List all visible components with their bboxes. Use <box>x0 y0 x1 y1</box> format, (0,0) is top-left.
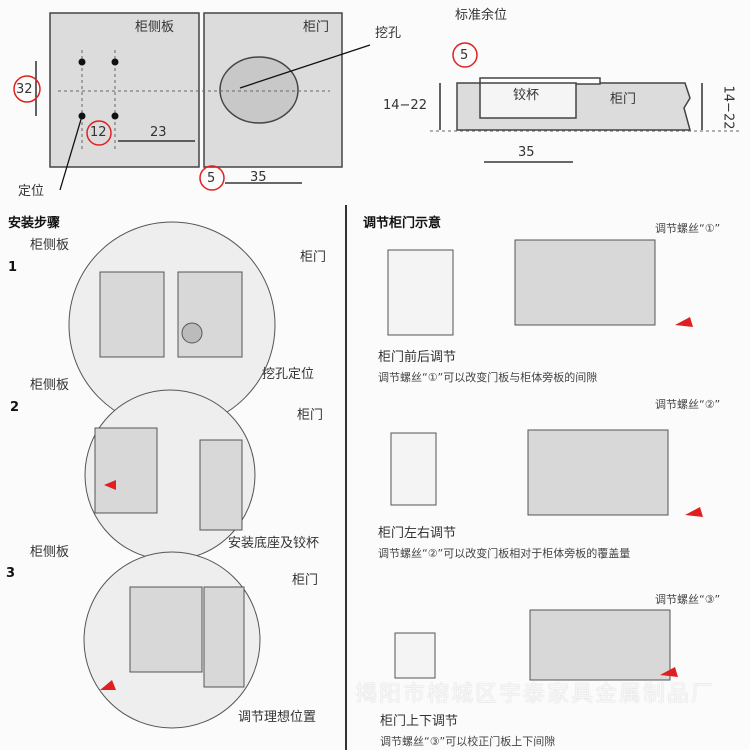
step1-number: 1 <box>8 260 18 275</box>
step1-door-label: 柜门 <box>300 250 327 265</box>
dim-5-right: 5 <box>460 48 469 63</box>
dim-thickness-left: 14−22 <box>383 98 427 113</box>
screw-1-label: 调节螺丝“①” <box>655 222 721 235</box>
dim-35: 35 <box>250 170 267 185</box>
adjust-2-title: 柜门左右调节 <box>378 526 457 541</box>
label-side-panel: 柜侧板 <box>135 20 175 35</box>
install-title: 安装步骤 <box>8 216 61 231</box>
dim-35-right: 35 <box>518 145 535 160</box>
screw-3-label: 调节螺丝“③” <box>655 593 721 606</box>
step1-side-label: 柜侧板 <box>30 238 70 253</box>
label-hole: 挖孔 <box>375 26 402 41</box>
step3-caption: 调节理想位置 <box>238 710 317 725</box>
label-cup: 铰杯 <box>513 88 540 103</box>
cup-hole <box>219 56 299 124</box>
dim-23: 23 <box>150 125 167 140</box>
adjust-3-desc: 调节螺丝“③”可以校正门板上下间隙 <box>380 735 556 748</box>
step2-side-label: 柜侧板 <box>30 378 70 393</box>
screw-2-label: 调节螺丝“②” <box>655 398 721 411</box>
step2-door-label: 柜门 <box>297 408 324 423</box>
step3-number: 3 <box>6 566 16 581</box>
dim-thickness-right: 14−22 <box>720 85 736 130</box>
watermark: 揭阳市榕城区宇泰家具金属制品厂 <box>355 682 716 707</box>
side-panel-drawing <box>49 12 200 168</box>
step1-hole-label: 挖孔定位 <box>262 367 315 382</box>
adjust-1-desc: 调节螺丝“①”可以改变门板与柜体旁板的间隙 <box>378 371 598 384</box>
adjust-1-title: 柜门前后调节 <box>378 350 457 365</box>
step3-side-label: 柜侧板 <box>30 545 70 560</box>
label-door-right: 柜门 <box>610 92 637 107</box>
dim-32: 32 <box>16 82 33 97</box>
dim-5: 5 <box>207 171 216 186</box>
step3-door-label: 柜门 <box>292 573 319 588</box>
label-standard-margin: 标准余位 <box>455 8 508 23</box>
label-door: 柜门 <box>303 20 330 35</box>
adjust-3-title: 柜门上下调节 <box>380 714 459 729</box>
adjust-title: 调节柜门示意 <box>363 216 442 231</box>
step2-number: 2 <box>10 400 20 415</box>
label-locate: 定位 <box>18 184 45 199</box>
step2-caption: 安装底座及铰杯 <box>228 536 320 551</box>
dim-12: 12 <box>90 125 107 140</box>
adjust-2-desc: 调节螺丝“②”可以改变门板相对于柜体旁板的覆盖量 <box>378 547 631 560</box>
